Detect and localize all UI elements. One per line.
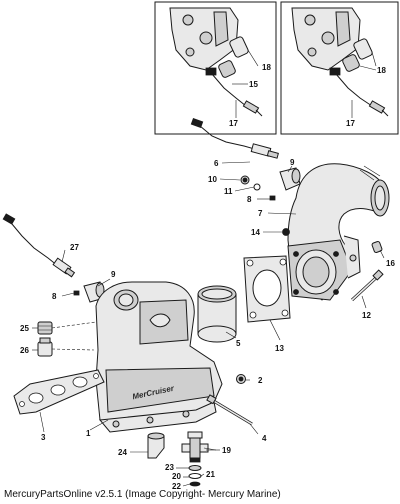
- callout-2: 2: [258, 376, 263, 385]
- drain-plugs: [37, 321, 97, 357]
- elbow-gasket: [243, 255, 291, 323]
- callout-21: 21: [206, 470, 215, 479]
- callout-6: 6: [214, 159, 219, 168]
- elbow-bolt: [350, 269, 384, 302]
- callout-13: 13: [275, 344, 284, 353]
- callout-15: 15: [249, 80, 258, 89]
- callout-18-left: 18: [262, 63, 271, 72]
- leader-lines: [32, 161, 385, 487]
- callout-14: 14: [251, 228, 260, 237]
- callout-labels: 1 2 3 4 5 6 7 8 8 9 9 10 11 12 13 14 15 …: [20, 63, 395, 491]
- exhaust-manifold: MerCruiser: [95, 281, 223, 433]
- callout-25: 25: [20, 324, 29, 333]
- callout-22: 22: [172, 482, 181, 491]
- callout-20: 20: [172, 472, 181, 481]
- manifold-plug: [236, 374, 246, 384]
- callout-3: 3: [41, 433, 46, 442]
- callout-26: 26: [20, 346, 29, 355]
- callout-10: 10: [208, 175, 217, 184]
- copyright-footer: MercuryPartsOnline v2.5.1 (Image Copyrig…: [4, 489, 281, 500]
- callout-18-right: 18: [377, 66, 386, 75]
- callout-17-right: 17: [346, 119, 355, 128]
- exhaust-sleeve: [197, 285, 237, 343]
- callout-1: 1: [86, 429, 91, 438]
- callout-24: 24: [118, 448, 127, 457]
- callout-27: 27: [70, 243, 79, 252]
- manifold-gasket: [13, 369, 105, 415]
- callout-9-lower: 9: [111, 270, 116, 279]
- callout-5: 5: [236, 339, 241, 348]
- callout-8-lower: 8: [52, 292, 57, 301]
- plug-parts: [282, 228, 383, 254]
- callout-17-left: 17: [229, 119, 238, 128]
- lower-sensor-cable: [2, 213, 76, 278]
- callout-19: 19: [222, 446, 231, 455]
- callout-9-upper: 9: [290, 158, 295, 167]
- callout-16: 16: [386, 259, 395, 268]
- sensor-boss-parts: [240, 167, 301, 201]
- callout-4: 4: [262, 434, 267, 443]
- left-sensor-boss-parts: [73, 281, 105, 303]
- upper-sensor-cable: [190, 117, 279, 159]
- callout-7: 7: [258, 209, 263, 218]
- callout-8-upper: 8: [247, 195, 252, 204]
- callout-23: 23: [165, 463, 174, 472]
- callout-12: 12: [362, 311, 371, 320]
- inset-panel-left: [154, 1, 277, 135]
- callout-11: 11: [224, 187, 233, 196]
- exhaust-elbow: [287, 163, 390, 301]
- inset-panel-right: [280, 1, 399, 135]
- manifold-bolt: [206, 394, 253, 426]
